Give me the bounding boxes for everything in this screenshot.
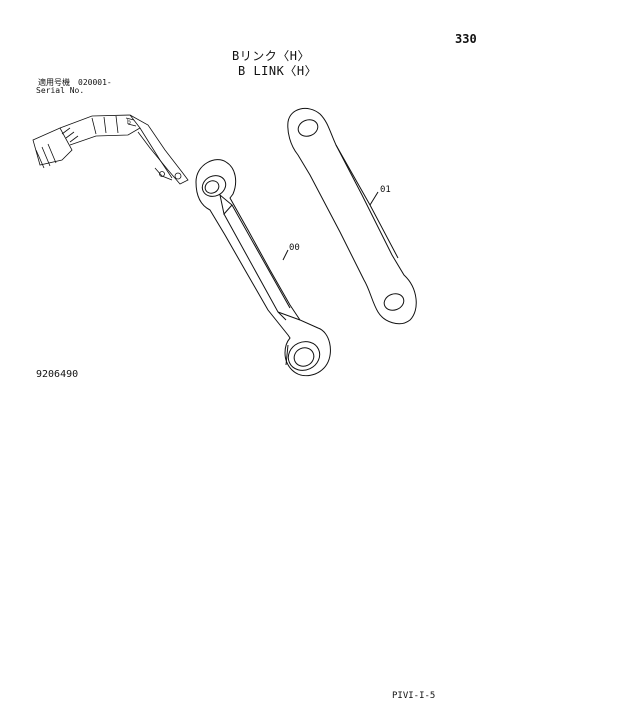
b-link-part-00 xyxy=(195,159,331,377)
serial-label-japanese: 適用号機 020001- xyxy=(38,78,112,87)
page-title-english: B LINK〈H〉 xyxy=(238,64,318,78)
footer-code: PIVI-I-5 xyxy=(392,691,436,701)
leader-line-00 xyxy=(282,249,289,261)
b-link-part-01 xyxy=(287,107,417,325)
leader-line-01 xyxy=(369,191,379,206)
svg-text:b: b xyxy=(127,119,131,126)
callout-01: 01 xyxy=(380,185,391,195)
page-title-japanese: Bリンク〈H〉 xyxy=(232,49,310,63)
page-number: 330 xyxy=(455,32,477,46)
callout-00: 00 xyxy=(289,243,300,253)
excavator-locator-sketch: b xyxy=(32,114,189,185)
figure-number: 9206490 xyxy=(36,369,79,380)
serial-label-english: Serial No. xyxy=(36,86,85,95)
